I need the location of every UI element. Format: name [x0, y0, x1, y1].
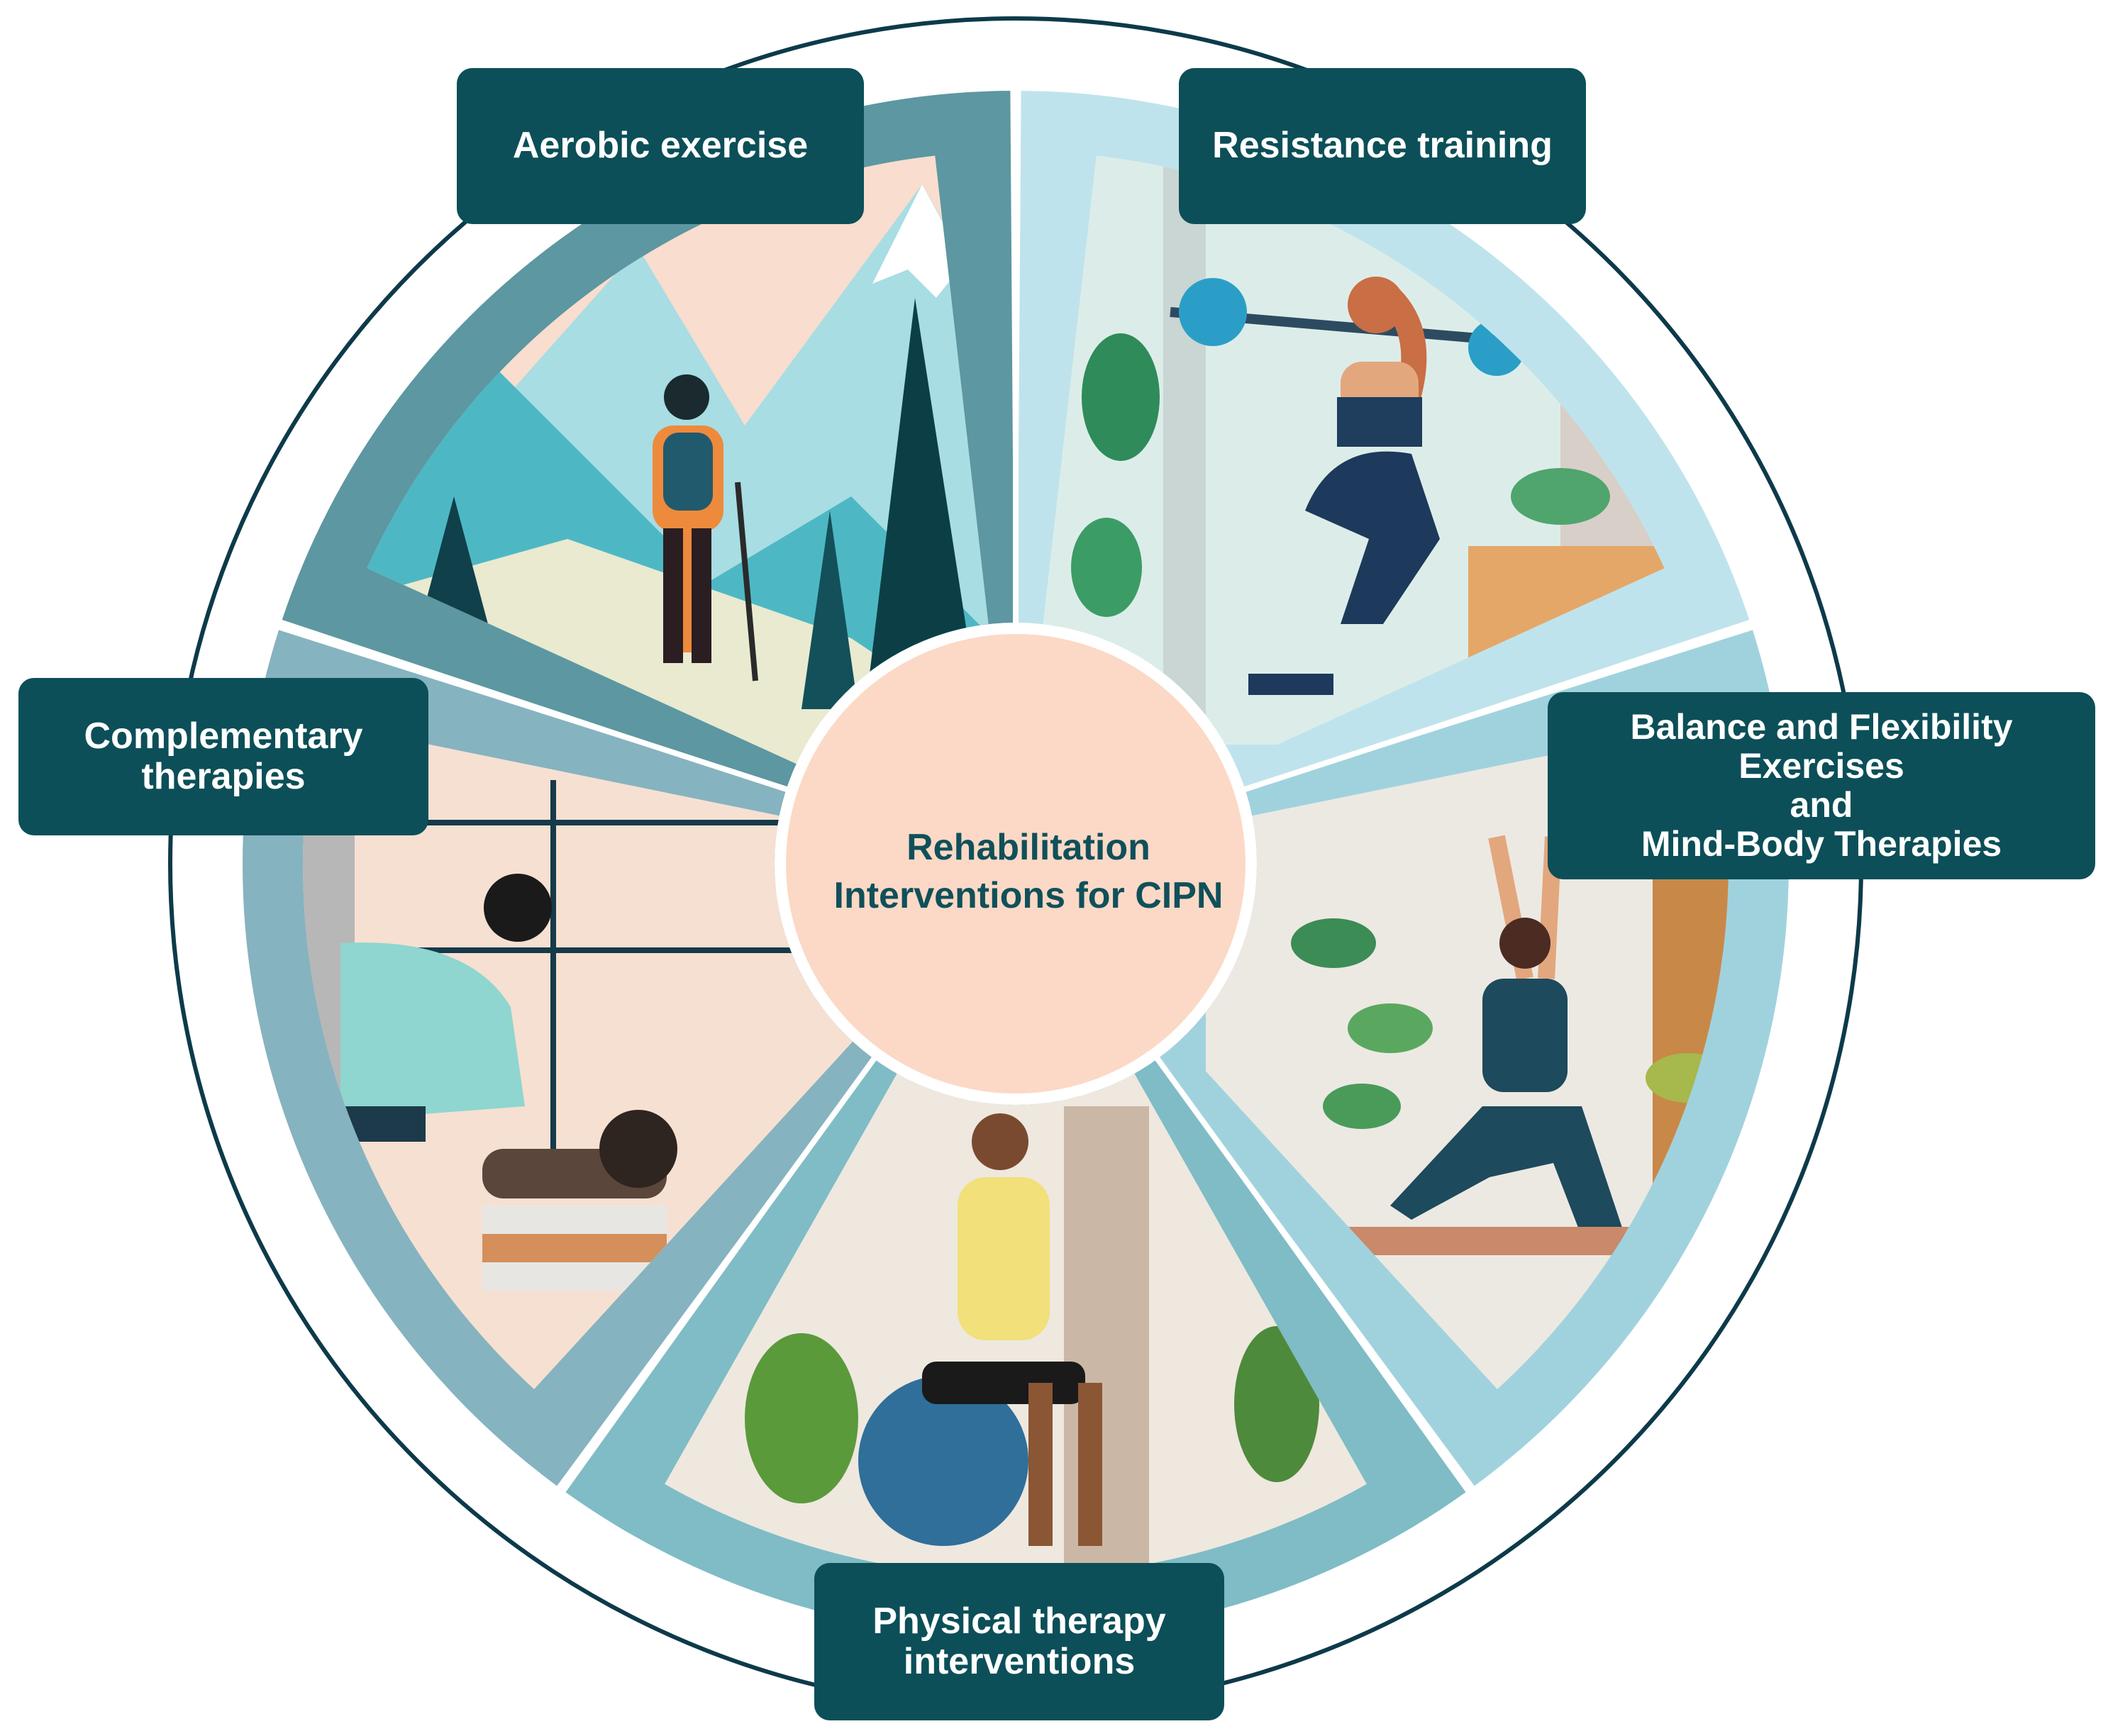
label-balance-line-2: Exercises	[1738, 746, 1904, 786]
center-title-line-1: Rehabilitation	[906, 827, 1150, 869]
center-title: Rehabilitation Interventions for CIPN	[816, 780, 1241, 964]
label-balance-flexibility-mind-body: Balance and Flexibility Exercises and Mi…	[1548, 692, 2095, 879]
label-complementary-line-2: therapies	[141, 756, 306, 797]
label-complementary-therapies: Complementary therapies	[18, 678, 428, 835]
label-aerobic-line-1: Aerobic exercise	[512, 125, 809, 167]
label-balance-line-1: Balance and Flexibility	[1630, 707, 2013, 747]
label-physical-line-1: Physical therapy	[872, 1600, 1166, 1642]
label-balance-line-3: and	[1790, 785, 1853, 825]
label-complementary-line-1: Complementary	[84, 715, 363, 757]
center-title-line-2: Interventions for CIPN	[833, 875, 1224, 916]
segment-divider	[1146, 1045, 1472, 1491]
segment-divider	[279, 622, 801, 796]
label-resistance-line-1: Resistance training	[1212, 125, 1553, 167]
label-balance-line-4: Mind-Body Therapies	[1641, 824, 2002, 864]
center-hub	[786, 634, 1246, 1094]
label-physical-line-2: interventions	[903, 1641, 1136, 1682]
segment-divider	[1231, 622, 1752, 796]
label-physical-therapy-interventions: Physical therapy interventions	[814, 1563, 1224, 1720]
label-aerobic-exercise: Aerobic exercise	[457, 68, 864, 224]
segment-divider	[559, 1045, 885, 1491]
label-resistance-training: Resistance training	[1179, 68, 1586, 224]
